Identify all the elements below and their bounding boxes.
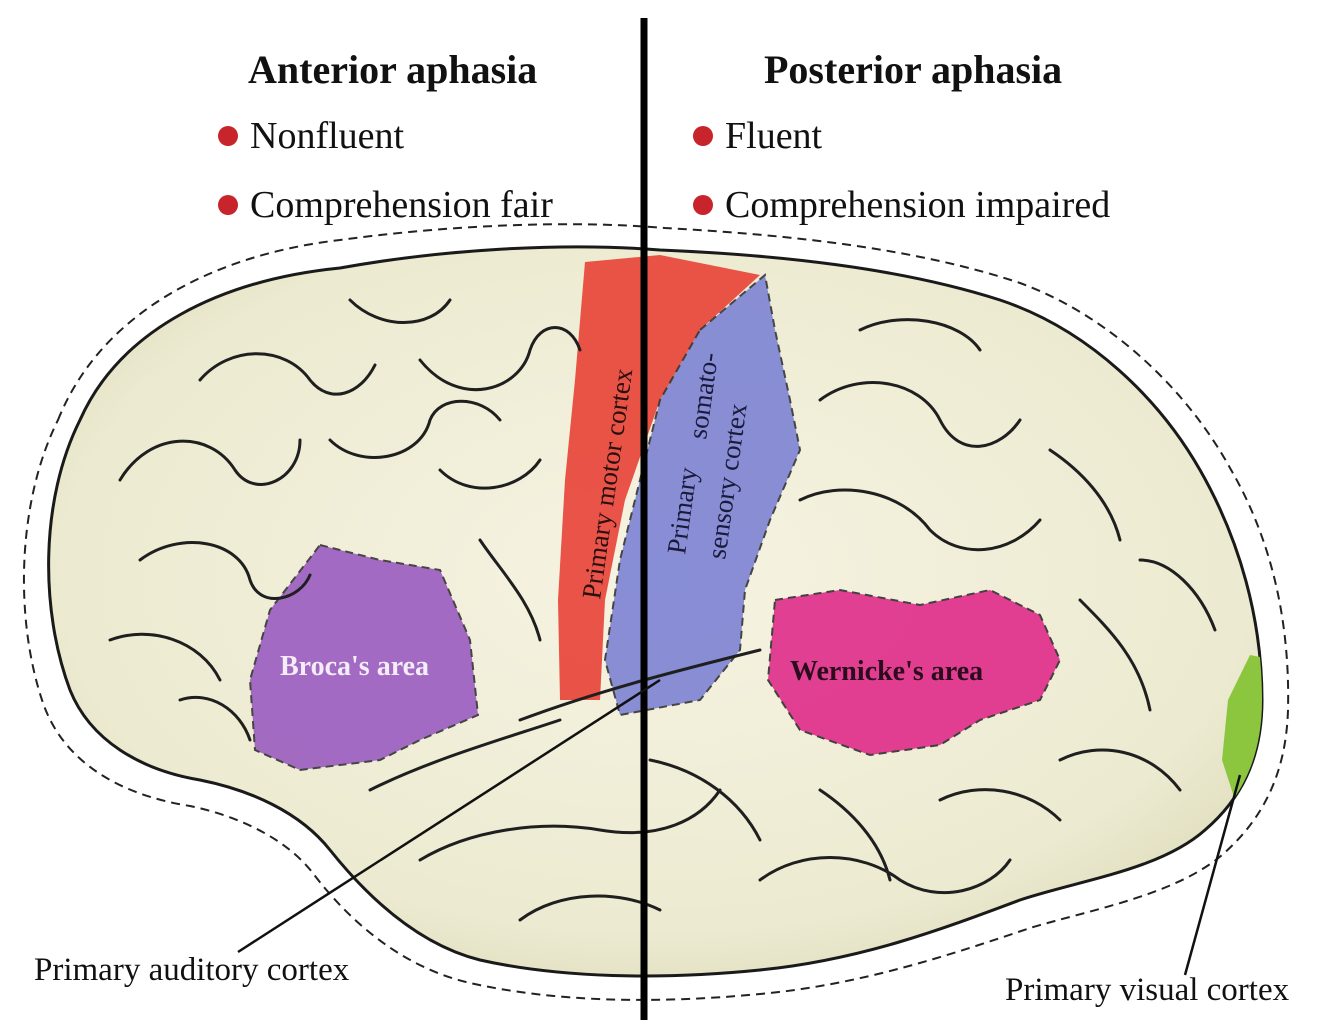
bullet-dot-icon <box>693 195 713 215</box>
auditory-cortex-caption: Primary auditory cortex <box>34 952 350 988</box>
wernicke-label: Wernicke's area <box>790 656 983 687</box>
anterior-point-2-text: Comprehension fair <box>250 184 553 226</box>
broca-region <box>248 543 480 772</box>
posterior-point-1-text: Fluent <box>725 115 823 157</box>
motor-cortex-region <box>558 255 760 700</box>
auditory-leader-line <box>237 678 661 954</box>
bullet-dot-icon <box>218 126 238 146</box>
posterior-point-2-text: Comprehension impaired <box>725 184 1111 226</box>
somatosensory-region <box>603 273 802 717</box>
posterior-heading: Posterior aphasia <box>764 47 1063 92</box>
bullet-dot-icon <box>693 126 713 146</box>
wernicke-region <box>766 588 1062 757</box>
anterior-point-2: Comprehension fair <box>218 183 553 227</box>
anterior-point-1-text: Nonfluent <box>250 115 405 157</box>
dashed-outline <box>22 223 1290 1001</box>
visual-leader-line <box>1183 774 1242 976</box>
bullet-dot-icon <box>218 195 238 215</box>
posterior-point-2: Comprehension impaired <box>693 183 1110 227</box>
anterior-point-1: Nonfluent <box>218 114 404 158</box>
posterior-point-1: Fluent <box>693 114 822 158</box>
broca-label: Broca's area <box>280 651 429 682</box>
visual-cortex-caption: Primary visual cortex <box>1005 972 1290 1008</box>
anterior-heading: Anterior aphasia <box>248 47 538 92</box>
